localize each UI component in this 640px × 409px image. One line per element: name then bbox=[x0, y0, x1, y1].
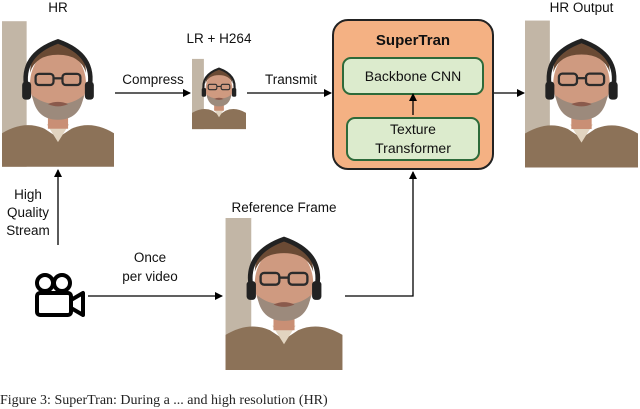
supertran-box: SuperTran Backbone CNN Texture Transform… bbox=[332, 19, 494, 170]
once-line-1: Once bbox=[133, 250, 167, 265]
supertran-title: SuperTran bbox=[375, 32, 451, 49]
backbone-cnn-box: Backbone CNN bbox=[342, 57, 484, 95]
reference-frame-title: Reference Frame bbox=[231, 200, 337, 215]
texture-line-1: Texture bbox=[390, 121, 436, 137]
transmit-label: Transmit bbox=[264, 72, 317, 87]
once-per-video-label: Once per video bbox=[100, 248, 200, 286]
hr-title: HR bbox=[48, 0, 68, 15]
video-camera-icon bbox=[33, 272, 85, 320]
lr-title: LR + H264 bbox=[186, 31, 252, 46]
texture-line-2: Transformer bbox=[375, 140, 451, 156]
hq-line-1: High bbox=[14, 187, 42, 202]
hq-line-3: Stream bbox=[6, 223, 50, 238]
texture-transformer-box: Texture Transformer bbox=[346, 117, 480, 161]
once-line-2: per video bbox=[122, 269, 178, 284]
backbone-cnn-label: Backbone CNN bbox=[364, 67, 462, 84]
figure-caption: Figure 3: SuperTran: During a ... and hi… bbox=[0, 393, 328, 408]
hr-output-title: HR Output bbox=[549, 0, 614, 15]
arrow-reference-to-transformer bbox=[345, 171, 417, 297]
high-quality-stream-label: High Quality Stream bbox=[0, 186, 58, 240]
hq-line-2: Quality bbox=[6, 205, 50, 220]
compress-label: Compress bbox=[122, 72, 184, 87]
